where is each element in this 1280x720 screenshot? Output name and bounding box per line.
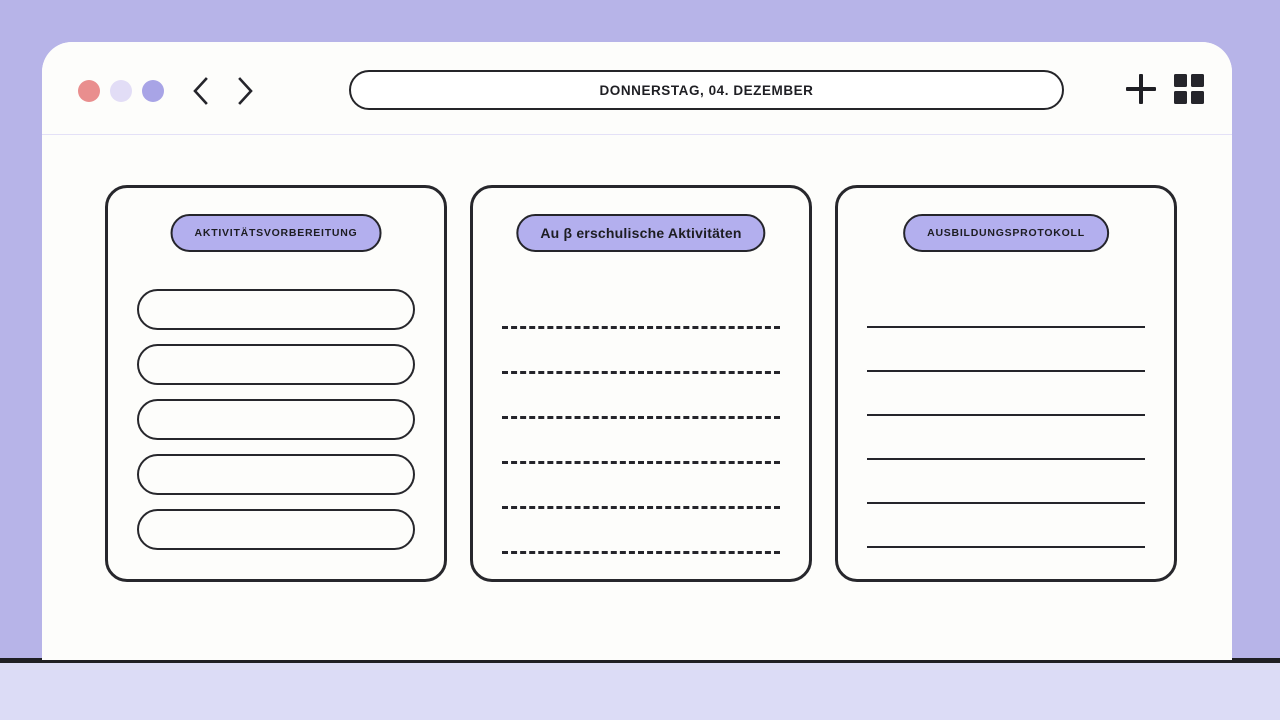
card-activity-preparation: AKTIVITÄTSVORBEREITUNG [105, 185, 447, 582]
header-actions [1126, 74, 1204, 104]
card-body-pill-rows [137, 289, 415, 561]
writing-line[interactable] [867, 370, 1145, 372]
address-bar-text: DONNERSTAG, 04. DEZEMBER [599, 82, 814, 98]
writing-line[interactable] [502, 551, 780, 554]
card-title-pill[interactable]: AKTIVITÄTSVORBEREITUNG [170, 214, 382, 252]
writing-line[interactable] [867, 326, 1145, 328]
card-grid: AKTIVITÄTSVORBEREITUNG Au β erschulische… [105, 185, 1177, 582]
writing-line[interactable] [867, 458, 1145, 460]
grid-icon-cell [1191, 91, 1204, 104]
entry-row[interactable] [137, 454, 415, 495]
close-window-dot[interactable] [78, 80, 100, 102]
writing-line[interactable] [867, 546, 1145, 548]
card-body-solid-lines [867, 289, 1145, 561]
entry-row[interactable] [137, 344, 415, 385]
card-title-label: Au β erschulische Aktivitäten [540, 225, 742, 241]
card-training-log: AUSBILDUNGSPROTOKOLL [835, 185, 1177, 582]
writing-line[interactable] [502, 326, 780, 329]
card-title-pill[interactable]: AUSBILDUNGSPROTOKOLL [903, 214, 1109, 252]
writing-line[interactable] [502, 371, 780, 374]
writing-line[interactable] [867, 414, 1145, 416]
entry-row[interactable] [137, 399, 415, 440]
grid-icon-cell [1174, 74, 1187, 87]
grid-icon[interactable] [1174, 74, 1204, 104]
entry-row[interactable] [137, 509, 415, 550]
page-body: AKTIVITÄTSVORBEREITUNG Au β erschulische… [42, 135, 1232, 660]
minimize-window-dot[interactable] [110, 80, 132, 102]
browser-window: DONNERSTAG, 04. DEZEMBER AKTIVITÄTSVORBE… [42, 42, 1232, 660]
desk-lower-band [0, 663, 1280, 720]
writing-line[interactable] [502, 461, 780, 464]
card-title-label: AUSBILDUNGSPROTOKOLL [927, 227, 1085, 239]
card-extracurricular-activities: Au β erschulische Aktivitäten [470, 185, 812, 582]
desk-edge-line [0, 658, 1280, 663]
back-chevron-icon[interactable] [188, 74, 214, 108]
plus-icon[interactable] [1126, 74, 1156, 104]
forward-chevron-icon[interactable] [232, 74, 258, 108]
card-title-pill[interactable]: Au β erschulische Aktivitäten [516, 214, 766, 252]
maximize-window-dot[interactable] [142, 80, 164, 102]
writing-line[interactable] [502, 416, 780, 419]
writing-line[interactable] [502, 506, 780, 509]
traffic-light-buttons [78, 80, 164, 102]
grid-icon-cell [1174, 91, 1187, 104]
window-titlebar: DONNERSTAG, 04. DEZEMBER [42, 42, 1232, 135]
writing-line[interactable] [867, 502, 1145, 504]
card-title-label: AKTIVITÄTSVORBEREITUNG [194, 227, 358, 239]
entry-row[interactable] [137, 289, 415, 330]
grid-icon-cell [1191, 74, 1204, 87]
address-bar[interactable]: DONNERSTAG, 04. DEZEMBER [349, 70, 1064, 110]
card-body-dashed-lines [502, 289, 780, 561]
navigation-arrows [188, 74, 258, 108]
